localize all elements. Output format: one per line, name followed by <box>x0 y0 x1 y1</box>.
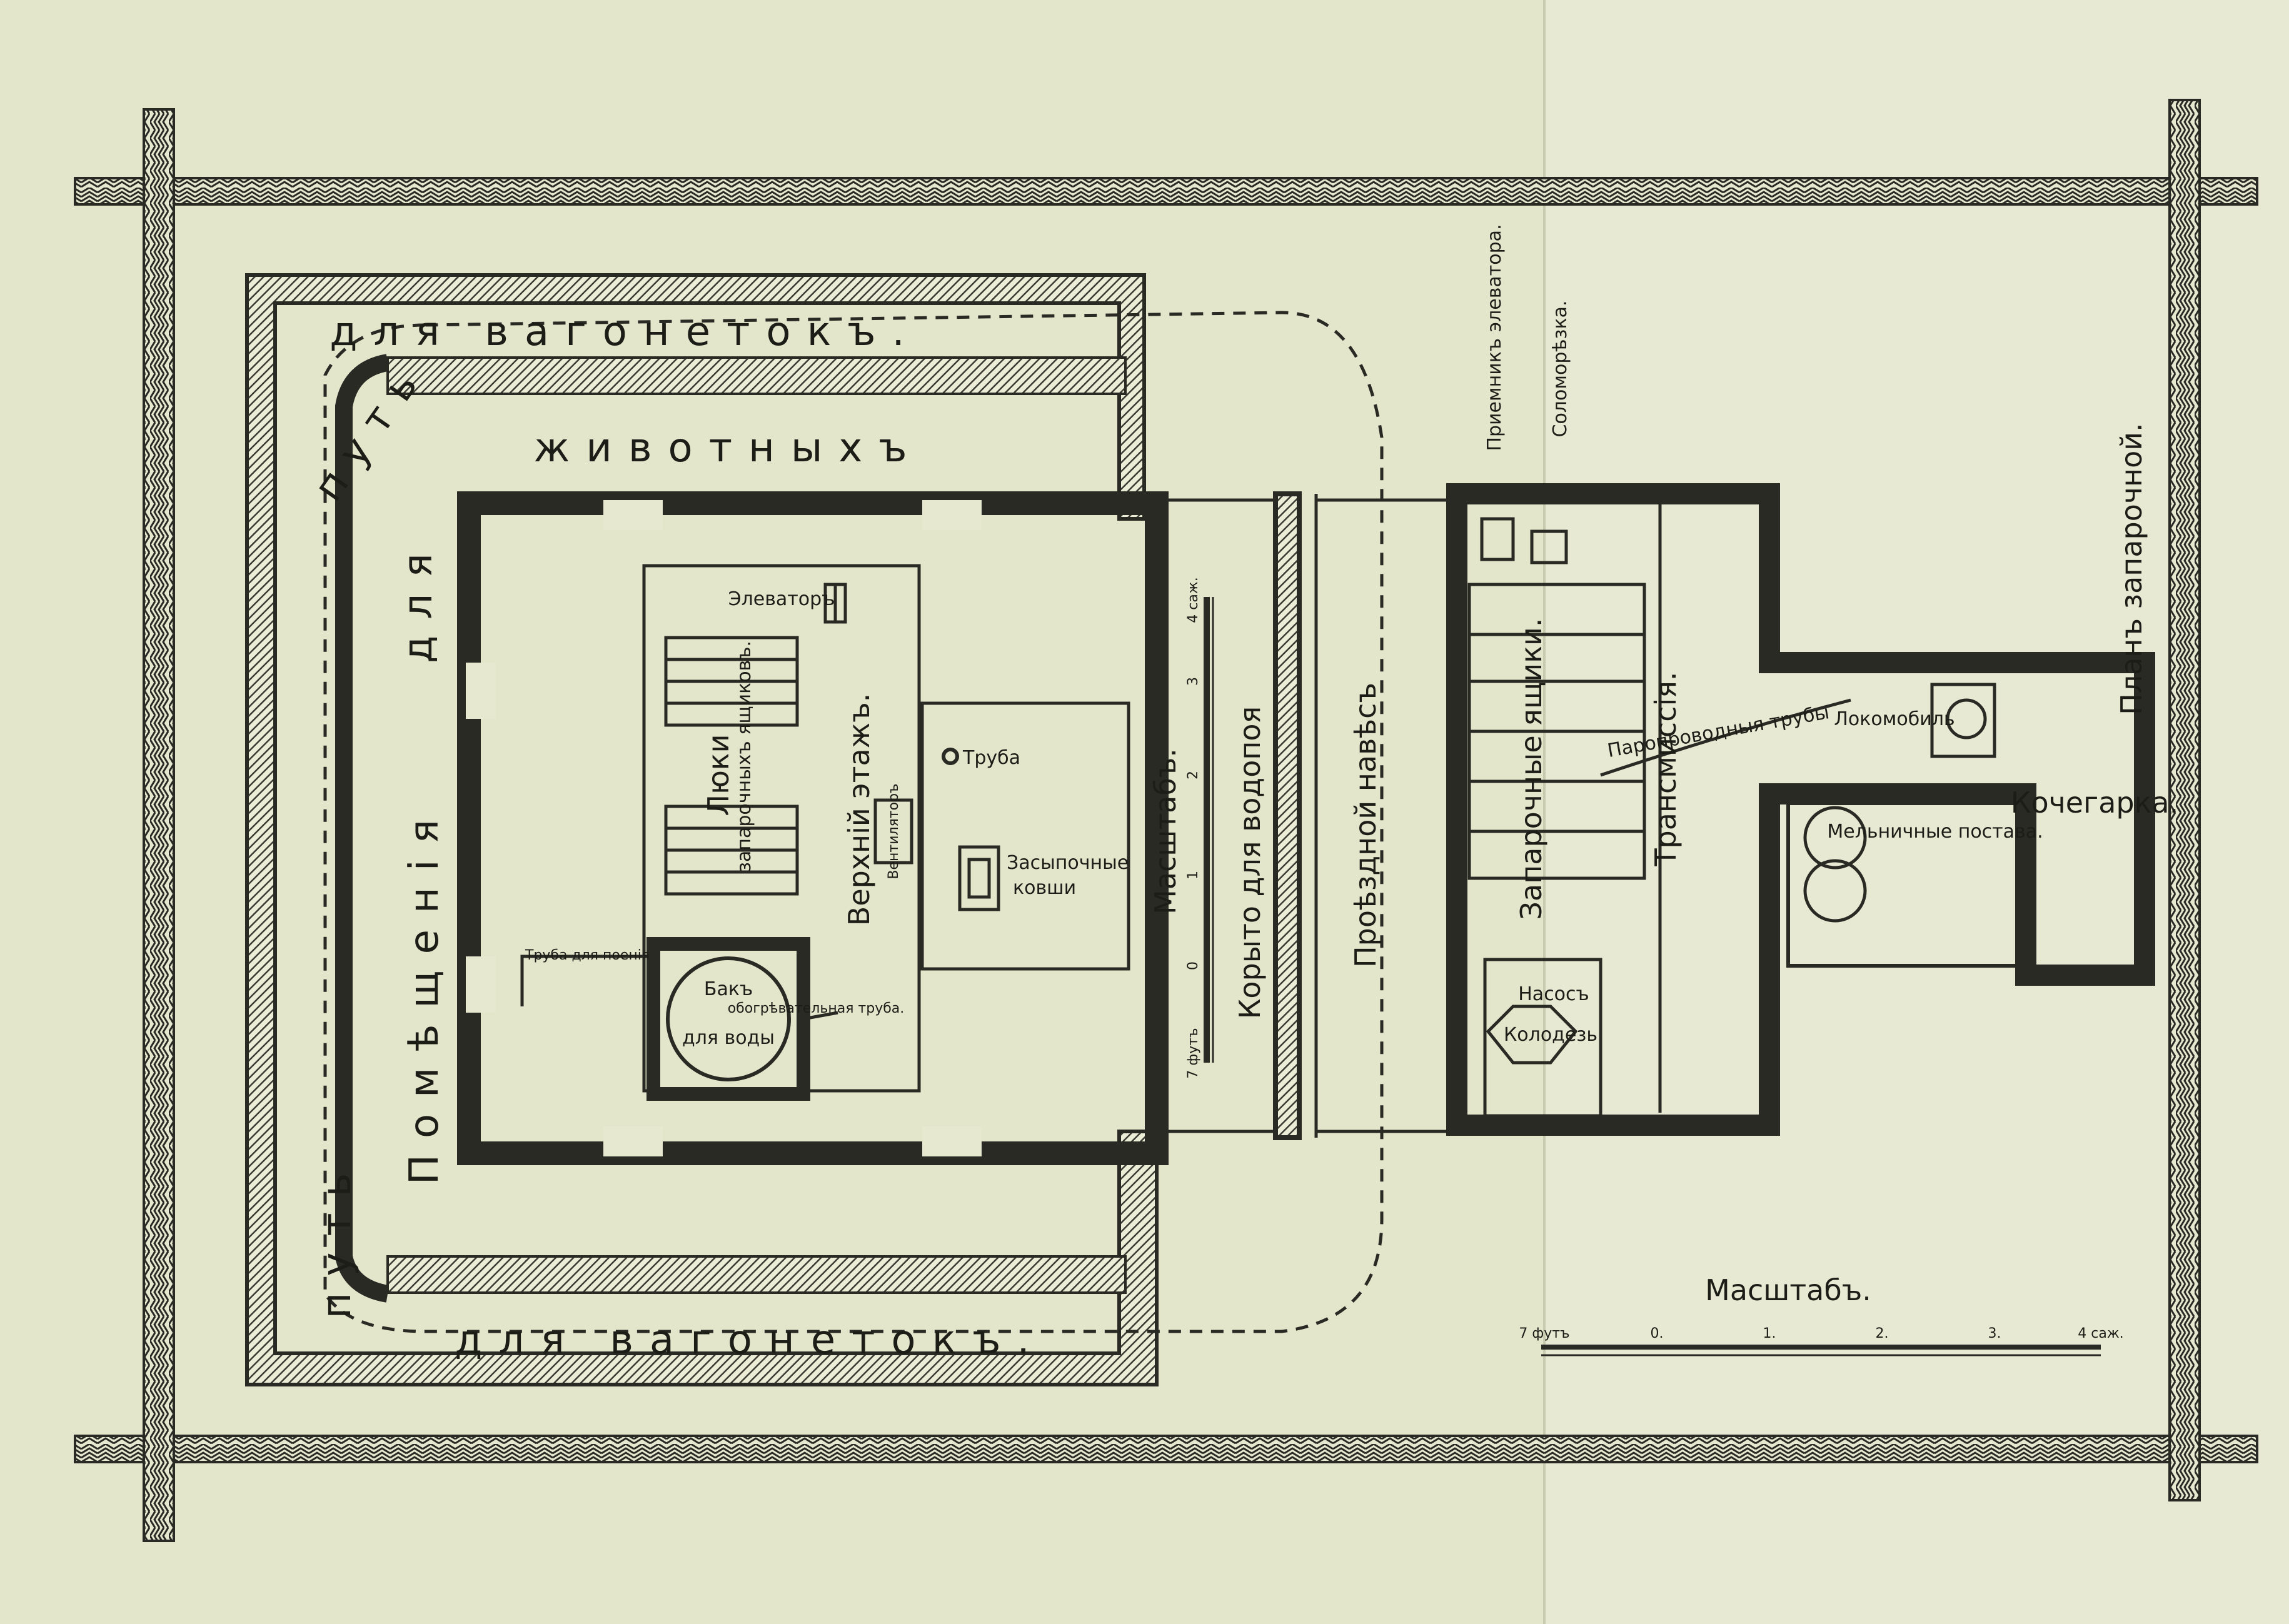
engine-building <box>1446 483 2155 1136</box>
label-obogrevatelnaya-truba: обогрѣвательная труба. <box>728 1001 905 1016</box>
label-pomeshcheniya: Помѣщенія <box>401 803 448 1185</box>
bscale-tick-2: 1. <box>1763 1326 1776 1341</box>
vscale-tick-2: 2 <box>1185 771 1201 779</box>
wagon-track <box>323 311 1384 1333</box>
label-masshtab-bottom: Масштабъ. <box>1705 1273 1871 1307</box>
bscale-tick-1: 0. <box>1651 1326 1664 1341</box>
animal-building <box>245 273 1159 1386</box>
vertical-scale-ticks: 4 саж. 3 2 1 0 7 футъ <box>1185 577 1201 1078</box>
label-zaparochnye-yashchiki: Запарочные ящики. <box>1514 618 1548 920</box>
label-kochegarka: Кочегарка. <box>2011 786 2178 820</box>
vscale-tick-5: 7 футъ <box>1185 1028 1201 1078</box>
label-kolodets: Колодезь <box>1504 1024 1597 1046</box>
paper-right <box>1544 0 2289 1624</box>
vscale-tick-0: 4 саж. <box>1185 577 1201 623</box>
vscale-tick-3: 1 <box>1185 871 1201 880</box>
label-dlya-vagonetok-top: для вагонетокъ. <box>330 309 921 355</box>
label-zhivotnykh: животныхъ <box>534 425 923 471</box>
label-elevator: Элеваторъ <box>728 588 835 610</box>
label-put-bottom: путь <box>314 1157 360 1319</box>
label-truba-dlya-poenki: Труба для поенія <box>525 948 650 963</box>
main-building <box>457 491 1169 1165</box>
label-kovshi: ковши <box>1013 877 1076 899</box>
label-truba: Труба <box>962 747 1020 769</box>
label-dlya: для <box>395 537 441 663</box>
bottom-scale <box>1541 1345 2101 1356</box>
plan-title: Планъ запарочной. <box>2115 423 2148 715</box>
carriage-shed <box>1316 498 1457 1133</box>
label-ventilyator: Вентиляторъ <box>886 783 902 879</box>
label-masshtab-vertical: Масштабъ. <box>1149 748 1182 915</box>
label-transmissiya: Трансмиссія. <box>1649 671 1683 866</box>
label-dlya-vody: для воды <box>682 1027 775 1049</box>
bscale-tick-4: 3. <box>1988 1326 2001 1341</box>
label-koryto-dlya-vodopoya: Корыто для водопоя <box>1233 706 1267 1019</box>
bscale-tick-5: 4 саж. <box>2078 1326 2123 1341</box>
label-verkhniy-etazh: Верхній этажъ. <box>842 693 876 926</box>
fence <box>74 99 2258 1542</box>
vscale-tick-4: 0 <box>1185 961 1201 970</box>
bottom-scale-ticks: 7 футъ 0. 1. 2. 3. 4 саж. <box>1519 1326 2123 1341</box>
label-solomoryezka: Соломорѣзка. <box>1549 300 1571 437</box>
label-priemnik-elevatora: Приемникъ элеватора. <box>1484 224 1506 451</box>
label-bak: Бакъ <box>704 978 753 1000</box>
label-proezdnoy-naves: Проѣздной навѣсъ <box>1349 683 1382 968</box>
label-dlya-vagonetok-bottom: для вагонетокъ. <box>455 1317 1046 1363</box>
watering-trough <box>1157 491 1318 1140</box>
vscale-tick-1: 3 <box>1185 677 1201 686</box>
label-melnichnye-postava: Мельничные постава. <box>1827 821 2043 843</box>
label-lokomobil: Локомобиль <box>1834 708 1954 730</box>
label-zaparochnykh-yashchikov: запарочныхъ ящиковъ. <box>733 641 755 872</box>
label-lyuki: Люки <box>702 734 735 816</box>
bscale-tick-0: 7 футъ <box>1519 1326 1569 1341</box>
label-nasos: Насосъ <box>1518 983 1589 1005</box>
label-zasypochnye: Засыпочные <box>1007 852 1129 874</box>
bscale-tick-3: 2. <box>1876 1326 1889 1341</box>
vertical-scale <box>1204 597 1214 1063</box>
